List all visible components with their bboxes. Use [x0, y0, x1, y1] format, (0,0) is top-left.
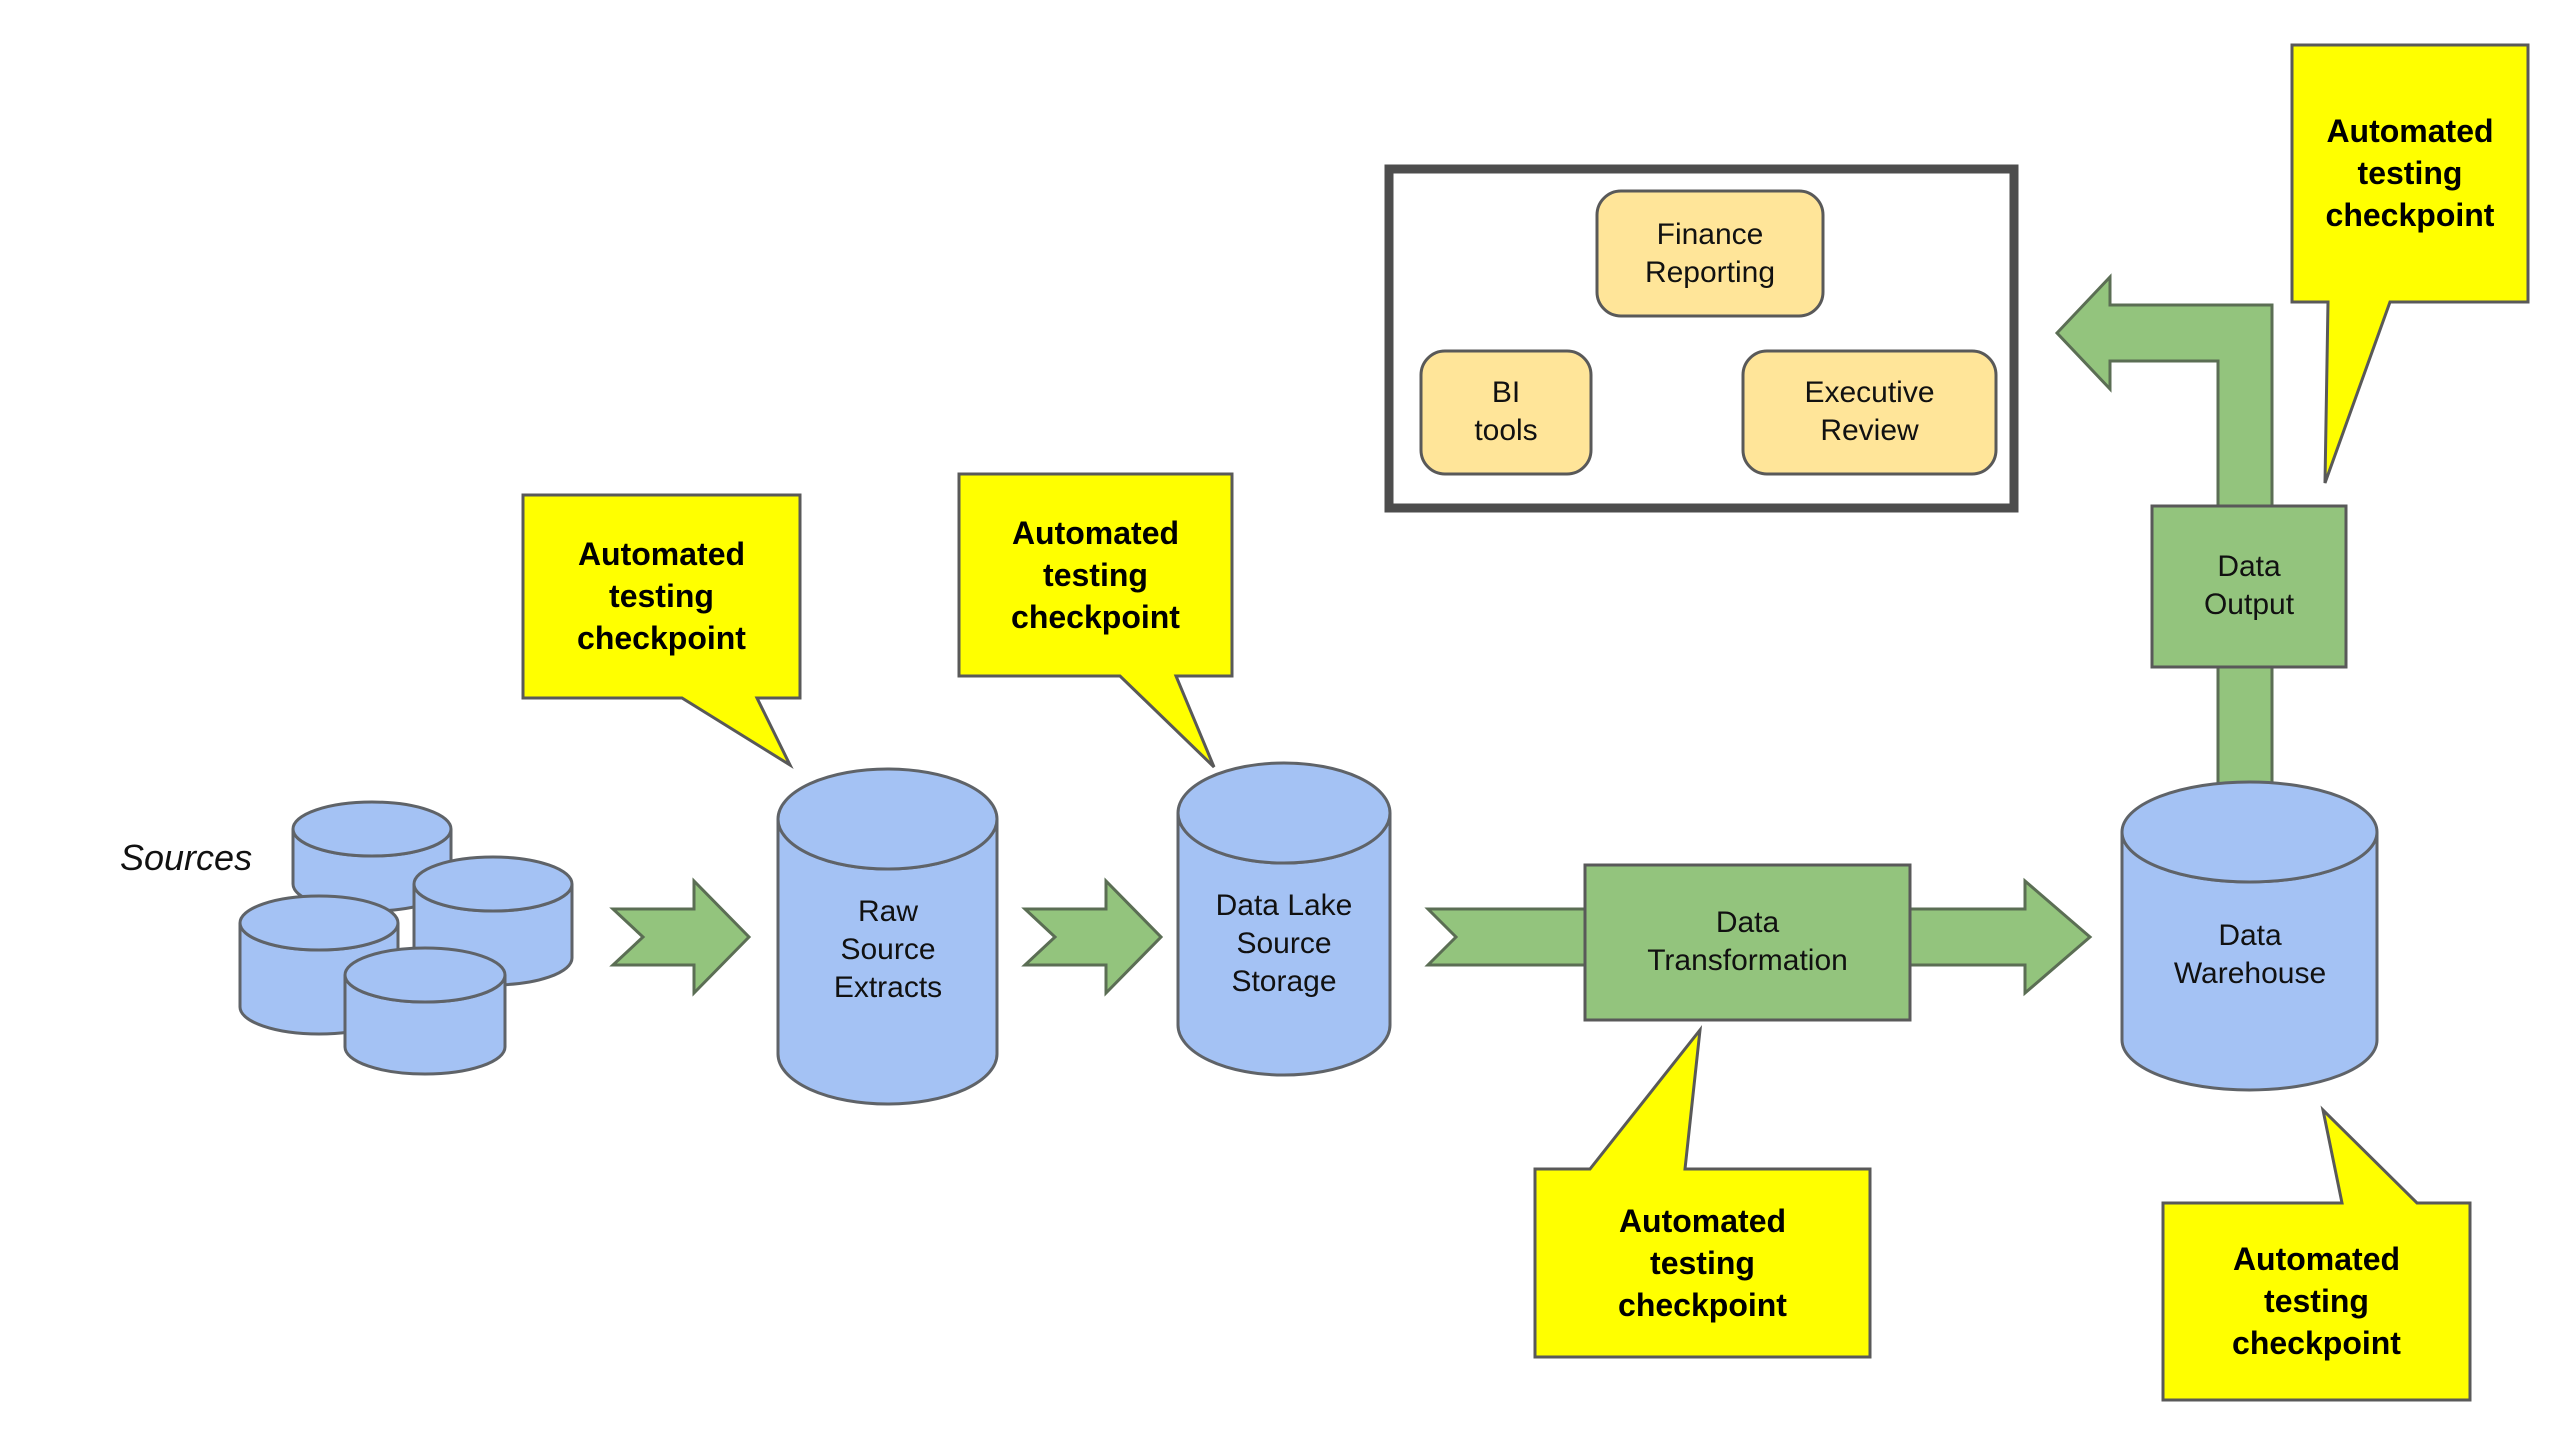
executive-review-label: Executive Review: [1804, 376, 1935, 447]
callout-raw-checkpoint-label: Automated testing checkpoint: [577, 536, 746, 656]
sources-label: Sources: [120, 837, 253, 878]
raw-source-extracts-label: Raw Source Extracts: [833, 895, 943, 1004]
callout-warehouse-checkpoint: [2161, 1105, 2472, 1402]
bi-tools-box: [1419, 349, 1593, 476]
source-databases-cluster: [238, 800, 574, 1076]
finance-reporting-label: Finance Reporting: [1644, 218, 1776, 289]
callout-output-checkpoint: [2290, 43, 2530, 484]
callout-warehouse-checkpoint-label: Automated testing checkpoint: [2232, 1241, 2401, 1361]
data-lake-label: Data Lake Source Storage: [1215, 889, 1353, 998]
arrow-raw-to-datalake: [1021, 877, 1164, 997]
data-output-label: Data Output: [2203, 550, 2295, 621]
executive-review-box: [1741, 349, 1998, 476]
callout-transformation-checkpoint: [1533, 1024, 1872, 1359]
data-output-box: [2150, 504, 2348, 669]
source-db-cylinder: [291, 800, 453, 913]
callout-datalake-checkpoint: [957, 472, 1234, 769]
data-warehouse-cylinder: [2120, 780, 2379, 1092]
data-lake-cylinder: [1176, 761, 1392, 1077]
raw-source-extracts-cylinder: [776, 767, 999, 1106]
arrow-datalake-to-transformation: [1424, 907, 1592, 967]
arrow-sources-to-raw: [609, 877, 752, 997]
callout-datalake-checkpoint-label: Automated testing checkpoint: [1011, 515, 1180, 635]
callout-transformation-checkpoint-label: Automated testing checkpoint: [1618, 1203, 1787, 1323]
data-transformation-box: [1583, 863, 1912, 1022]
data-transformation-label: Data Transformation: [1647, 906, 1848, 977]
finance-reporting-box: [1595, 189, 1825, 318]
arrow-transformation-to-warehouse: [1904, 877, 2093, 997]
callout-raw-checkpoint: [521, 493, 802, 770]
callout-output-checkpoint-label: Automated testing checkpoint: [2325, 113, 2495, 233]
bi-tools-label: BI tools: [1474, 376, 1538, 447]
data-warehouse-label: Data Warehouse: [2173, 919, 2327, 990]
source-db-cylinder: [343, 946, 507, 1076]
